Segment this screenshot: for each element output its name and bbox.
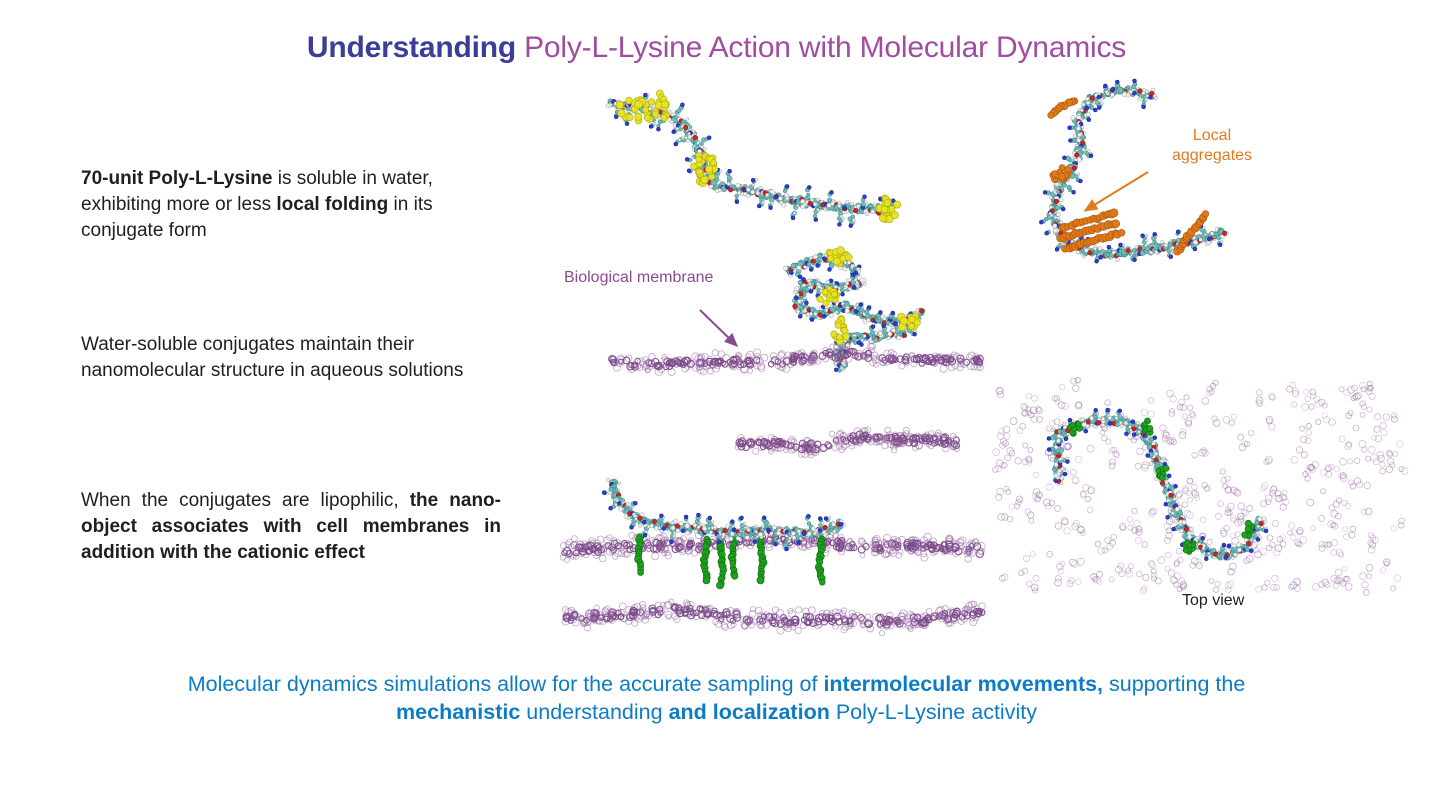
biological-membrane-arrow	[699, 309, 739, 348]
title-accent: Understanding	[306, 31, 516, 64]
membrane-bound-figure	[559, 477, 986, 637]
paragraph-solubility: 70-unit Poly-L-Lysine is soluble in wate…	[81, 168, 433, 242]
paragraph-aqueous: Water-soluble conjugates maintain their …	[81, 334, 464, 382]
membrane-top-view-figure	[992, 376, 1409, 596]
conclusion-caption: Molecular dynamics simulations allow for…	[187, 672, 1246, 725]
local-aggregates-label: Local aggregates	[1171, 127, 1253, 164]
biological-membrane-label: Biological membrane	[564, 269, 714, 286]
page-title: Understanding Poly-L-Lysine Action with …	[0, 31, 1433, 65]
paragraph-lipophilic: When the conjugates are lipophilic, the …	[81, 490, 501, 564]
membrane-approach-figure	[608, 246, 984, 459]
local-aggregates-arrow	[1083, 171, 1149, 212]
local-aggregates-figure	[1039, 78, 1229, 264]
free-polymer-chain-figure	[605, 89, 902, 228]
top-view-label: Top view	[1182, 592, 1245, 609]
title-main: Poly-L-Lysine Action with Molecular Dyna…	[515, 31, 1127, 64]
